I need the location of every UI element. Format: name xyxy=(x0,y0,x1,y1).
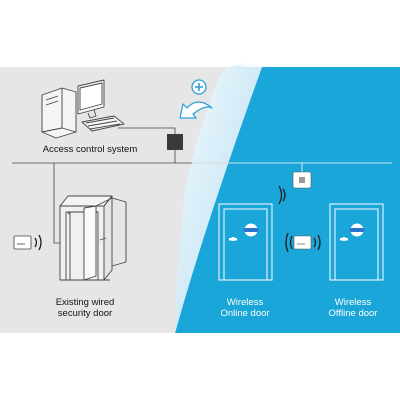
existing-door-label-line2: security door xyxy=(57,308,113,319)
card-reader-icon xyxy=(293,235,312,250)
offline-door-label-line2: Offline door xyxy=(328,308,378,319)
door-icon xyxy=(218,203,273,281)
blue-panel xyxy=(175,67,400,333)
page-curl xyxy=(175,63,262,333)
page-curl-tip xyxy=(222,63,262,72)
desktop-computer-icon xyxy=(41,79,125,139)
online-door-label-line1: Wireless xyxy=(226,297,264,308)
access-control-label: Access control system xyxy=(42,144,138,155)
online-door-label: Wireless Online door xyxy=(205,297,285,319)
curved-arrow-icon xyxy=(179,101,213,119)
existing-door-label-line1: Existing wired xyxy=(55,297,115,308)
offline-door-label-line1: Wireless xyxy=(334,297,372,308)
wireless-signal-icon xyxy=(313,234,321,251)
door-icon xyxy=(329,203,384,281)
wireless-gateway-icon xyxy=(292,171,312,189)
electronic-lock-icon xyxy=(340,223,364,241)
door-icon xyxy=(59,195,127,281)
wireless-signal-icon xyxy=(278,185,286,205)
add-plus-icon xyxy=(191,79,207,95)
existing-door-label: Existing wired security door xyxy=(30,297,140,319)
offline-door-label: Wireless Offline door xyxy=(312,297,394,319)
wireless-signal-icon xyxy=(34,234,42,251)
wireless-signal-icon xyxy=(285,232,293,253)
computer-wire xyxy=(118,127,176,134)
access-controller-box-icon xyxy=(167,134,183,150)
card-reader-icon xyxy=(13,235,32,250)
electronic-lock-icon xyxy=(229,223,258,241)
online-door-label-line2: Online door xyxy=(220,308,270,319)
